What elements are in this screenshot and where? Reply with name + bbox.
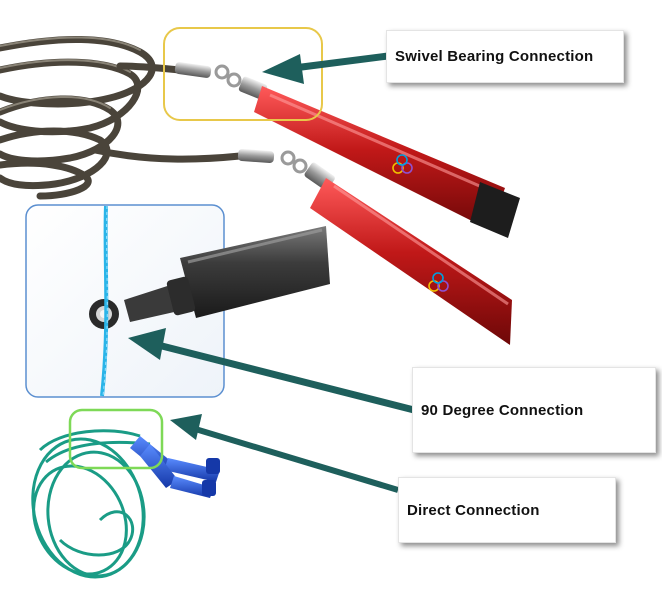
swivel-bearing-text: Swivel Bearing Connection bbox=[395, 48, 594, 65]
upper-cable bbox=[116, 62, 184, 74]
direct-highlight-box bbox=[68, 408, 164, 470]
upper-red-handle bbox=[174, 62, 520, 238]
swivel-highlight-box bbox=[163, 27, 323, 121]
blue-handles bbox=[130, 436, 220, 498]
ring-logo-lower bbox=[428, 272, 449, 292]
lower-red-handle bbox=[237, 149, 512, 345]
swivel-arrow bbox=[262, 52, 389, 84]
lower-cable bbox=[91, 146, 244, 163]
direct-arrow bbox=[170, 414, 399, 493]
swivel-bearing-label: Swivel Bearing Connection bbox=[386, 30, 624, 83]
ninety-degree-arrow bbox=[128, 328, 415, 414]
dark-cable-coil bbox=[0, 35, 156, 200]
direct-connection-label: Direct Connection bbox=[398, 477, 616, 543]
direct-connection-text: Direct Connection bbox=[407, 501, 540, 519]
ninety-degree-text: 90 Degree Connection bbox=[421, 401, 584, 419]
ring-logo-upper bbox=[392, 154, 413, 174]
ninety-degree-inset bbox=[25, 204, 330, 398]
green-cable-coil bbox=[31, 429, 151, 579]
ninety-degree-label: 90 Degree Connection bbox=[412, 367, 656, 453]
